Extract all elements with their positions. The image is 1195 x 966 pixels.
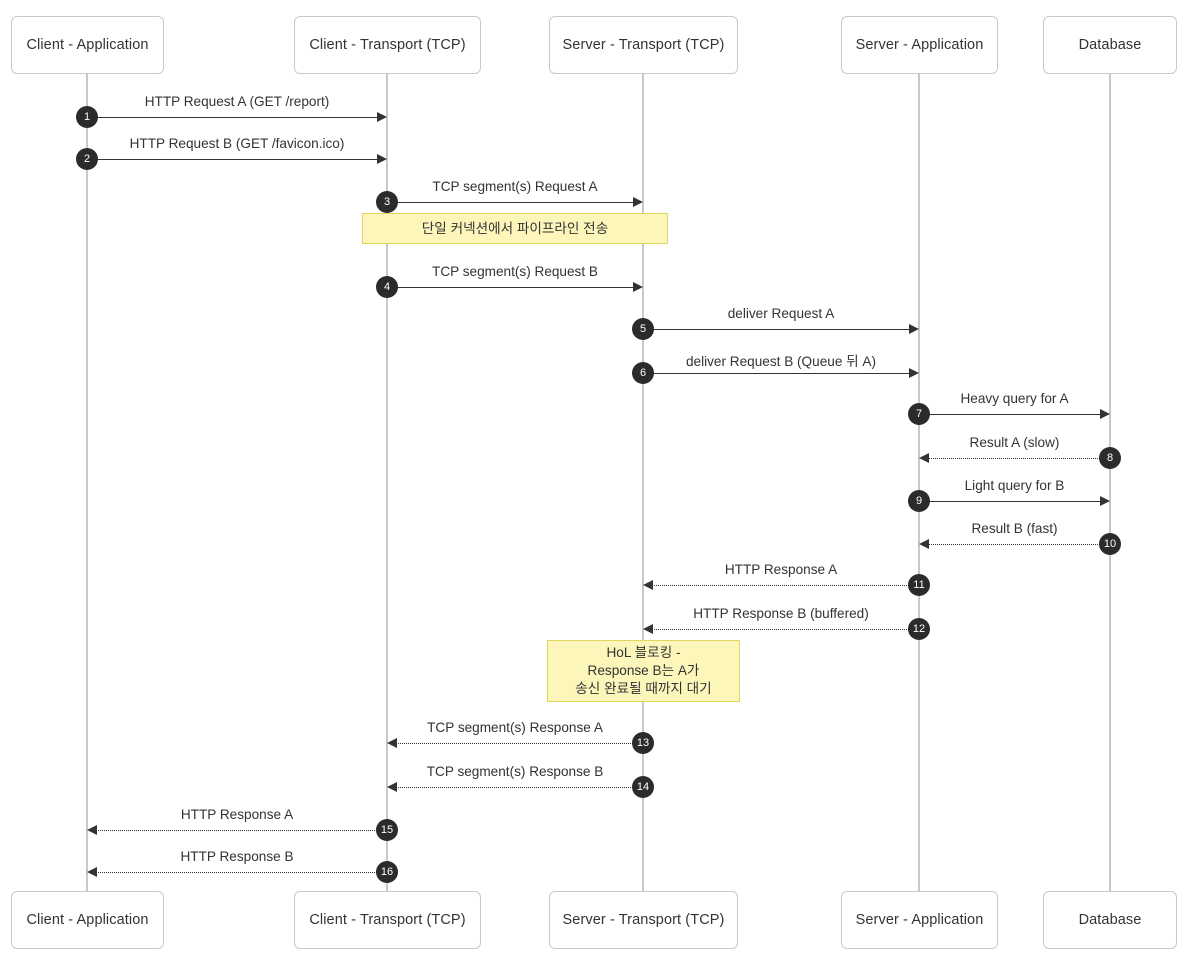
participant-bottom-server-application[interactable]: Server - Application <box>841 891 998 949</box>
sequence-badge-15: 15 <box>376 819 398 841</box>
message-label-16: HTTP Response B <box>180 849 294 864</box>
lifeline-client-transport <box>386 74 388 891</box>
participant-label: Client - Application <box>26 912 149 928</box>
message-label-5: deliver Request A <box>727 306 835 321</box>
message-line-9 <box>919 501 1104 502</box>
message-label-14: TCP segment(s) Response B <box>426 764 604 779</box>
message-label-15: HTTP Response A <box>180 807 294 822</box>
participant-label: Database <box>1078 37 1142 53</box>
sequence-badge-11: 11 <box>908 574 930 596</box>
sequence-badge-3: 3 <box>376 191 398 213</box>
message-label-7: Heavy query for A <box>960 391 1069 406</box>
arrow-head-4 <box>633 282 643 292</box>
message-line-16 <box>93 872 387 873</box>
arrow-head-3 <box>633 197 643 207</box>
sequence-badge-6: 6 <box>632 362 654 384</box>
sequence-badge-13: 13 <box>632 732 654 754</box>
message-label-10: Result B (fast) <box>971 521 1058 536</box>
sequence-badge-1: 1 <box>76 106 98 128</box>
message-label-9: Light query for B <box>964 478 1065 493</box>
arrow-head-13 <box>387 738 397 748</box>
participant-top-server-transport[interactable]: Server - Transport (TCP) <box>549 16 738 74</box>
sequence-badge-9: 9 <box>908 490 930 512</box>
sequence-badge-8: 8 <box>1099 447 1121 469</box>
lifeline-server-application <box>918 74 920 891</box>
participant-label: Client - Application <box>26 37 149 53</box>
sequence-badge-10: 10 <box>1099 533 1121 555</box>
participant-label: Database <box>1078 912 1142 928</box>
message-line-4 <box>387 287 637 288</box>
message-label-6: deliver Request B (Queue 뒤 A) <box>685 354 877 369</box>
message-line-8 <box>925 458 1110 459</box>
arrow-head-5 <box>909 324 919 334</box>
sequence-badge-5: 5 <box>632 318 654 340</box>
participant-label: Server - Application <box>855 912 984 928</box>
message-label-8: Result A (slow) <box>969 435 1060 450</box>
note-pipelining: 단일 커넥션에서 파이프라인 전송 <box>362 213 668 244</box>
participant-label: Server - Transport (TCP) <box>562 37 725 53</box>
message-line-6 <box>643 373 913 374</box>
message-label-4: TCP segment(s) Request B <box>432 264 598 279</box>
note-line: HoL 블로킹 - <box>606 645 681 661</box>
participant-top-client-transport[interactable]: Client - Transport (TCP) <box>294 16 481 74</box>
message-line-14 <box>393 787 643 788</box>
lifeline-client-application <box>86 74 88 891</box>
participant-top-client-application[interactable]: Client - Application <box>11 16 164 74</box>
message-line-11 <box>649 585 919 586</box>
lifeline-database <box>1109 74 1111 891</box>
sequence-badge-7: 7 <box>908 403 930 425</box>
arrow-head-16 <box>87 867 97 877</box>
participant-bottom-server-transport[interactable]: Server - Transport (TCP) <box>549 891 738 949</box>
sequence-badge-14: 14 <box>632 776 654 798</box>
message-line-2 <box>87 159 381 160</box>
message-label-12: HTTP Response B (buffered) <box>693 606 869 621</box>
participant-bottom-client-transport[interactable]: Client - Transport (TCP) <box>294 891 481 949</box>
arrow-head-8 <box>919 453 929 463</box>
participant-bottom-database[interactable]: Database <box>1043 891 1177 949</box>
message-line-7 <box>919 414 1104 415</box>
arrow-head-15 <box>87 825 97 835</box>
message-line-3 <box>387 202 637 203</box>
note-line: Response B는 A가 <box>587 663 700 679</box>
message-line-15 <box>93 830 387 831</box>
note-line: 단일 커넥션에서 파이프라인 전송 <box>421 220 609 236</box>
message-label-13: TCP segment(s) Response A <box>427 720 603 735</box>
sequence-badge-4: 4 <box>376 276 398 298</box>
participant-bottom-client-application[interactable]: Client - Application <box>11 891 164 949</box>
arrow-head-14 <box>387 782 397 792</box>
arrow-head-12 <box>643 624 653 634</box>
note-line: 송신 완료될 때까지 대기 <box>575 680 712 696</box>
message-label-2: HTTP Request B (GET /favicon.ico) <box>129 136 345 151</box>
arrow-head-2 <box>377 154 387 164</box>
participant-label: Client - Transport (TCP) <box>309 37 466 53</box>
arrow-head-6 <box>909 368 919 378</box>
arrow-head-9 <box>1100 496 1110 506</box>
message-line-13 <box>393 743 643 744</box>
message-label-3: TCP segment(s) Request A <box>432 179 598 194</box>
participant-label: Server - Application <box>855 37 984 53</box>
message-line-12 <box>649 629 919 630</box>
message-line-1 <box>87 117 381 118</box>
message-line-5 <box>643 329 913 330</box>
participant-top-server-application[interactable]: Server - Application <box>841 16 998 74</box>
lifeline-server-transport <box>642 74 644 891</box>
participant-top-database[interactable]: Database <box>1043 16 1177 74</box>
sequence-badge-2: 2 <box>76 148 98 170</box>
arrow-head-10 <box>919 539 929 549</box>
arrow-head-7 <box>1100 409 1110 419</box>
message-label-1: HTTP Request A (GET /report) <box>144 94 330 109</box>
arrow-head-11 <box>643 580 653 590</box>
sequence-badge-12: 12 <box>908 618 930 640</box>
arrow-head-1 <box>377 112 387 122</box>
participant-label: Client - Transport (TCP) <box>309 912 466 928</box>
message-line-10 <box>925 544 1110 545</box>
message-label-11: HTTP Response A <box>724 562 838 577</box>
sequence-badge-16: 16 <box>376 861 398 883</box>
participant-label: Server - Transport (TCP) <box>562 912 725 928</box>
